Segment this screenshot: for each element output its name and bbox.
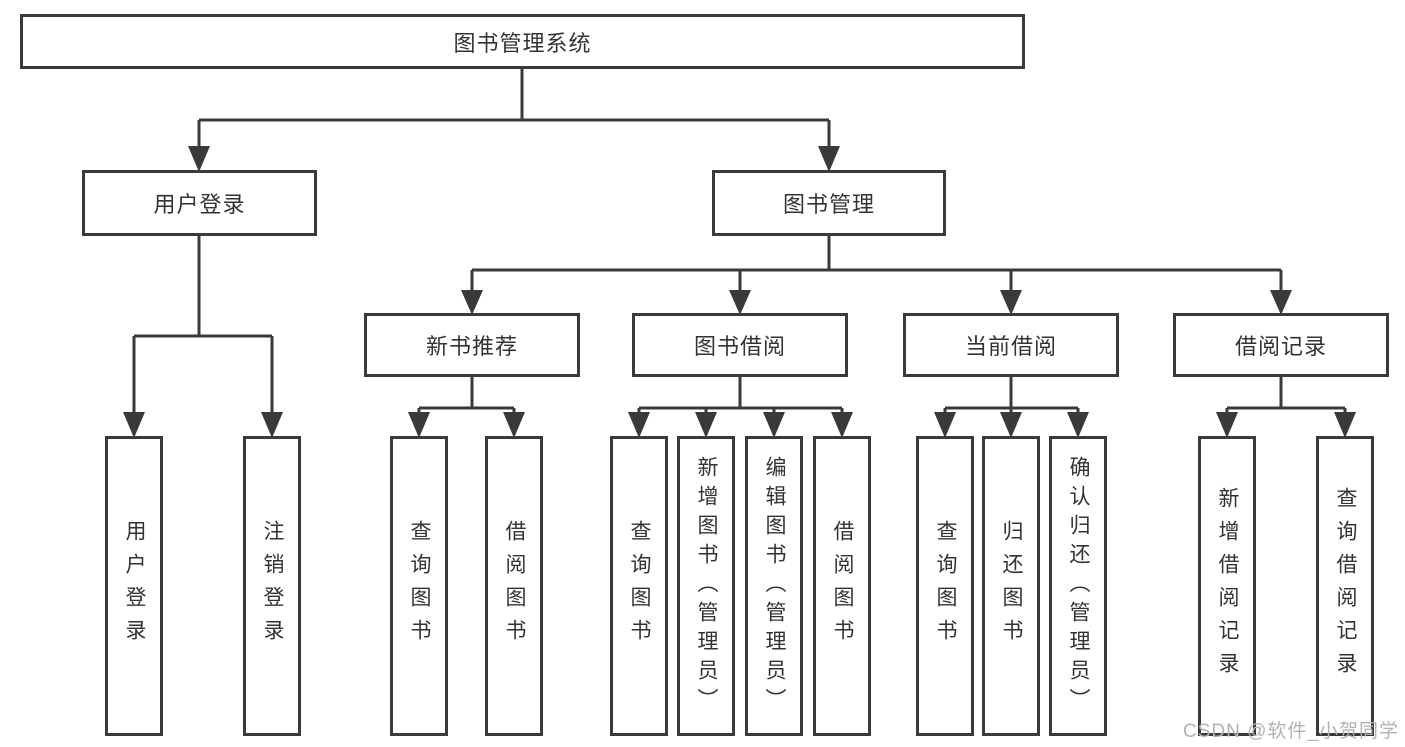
connector-user-login-branch [123,236,283,438]
leaf-user-login: 用户登录 [105,436,163,736]
leaf-add-borrow-record: 新增借阅记录 [1198,436,1256,736]
leaf-query-book-recommend: 查询图书 [390,436,448,736]
node-new-book-recommend: 新书推荐 [364,313,580,377]
leaf-borrow-book: 借阅图书 [813,436,871,736]
leaf-query-borrow-record: 查询借阅记录 [1316,436,1374,736]
leaf-logout: 注销登录 [243,436,301,736]
connector-new-book-branch [408,377,525,438]
connector-current-borrow-branch [934,377,1089,438]
connector-borrow-record-branch [1216,377,1356,438]
node-user-login: 用户登录 [82,170,317,236]
leaf-add-book-admin: 新增图书（管理员） [677,436,735,736]
leaf-query-book-borrow: 查询图书 [610,436,668,736]
connector-book-management-branch [461,236,1292,315]
leaf-borrow-book-recommend: 借阅图书 [485,436,543,736]
leaf-query-book-current: 查询图书 [916,436,974,736]
node-book-borrow: 图书借阅 [632,313,848,377]
node-book-management: 图书管理 [712,170,946,236]
node-current-borrow: 当前借阅 [903,313,1119,377]
node-borrow-record: 借阅记录 [1173,313,1389,377]
watermark: CSDN @软件_小贺同学 [1183,721,1399,742]
leaf-return-book: 归还图书 [982,436,1040,736]
connector-root [188,69,840,172]
leaf-confirm-return-admin: 确认归还（管理员） [1049,436,1107,736]
leaf-edit-book-admin: 编辑图书（管理员） [745,436,803,736]
node-root: 图书管理系统 [20,14,1025,69]
connector-book-borrow-branch [628,377,853,438]
